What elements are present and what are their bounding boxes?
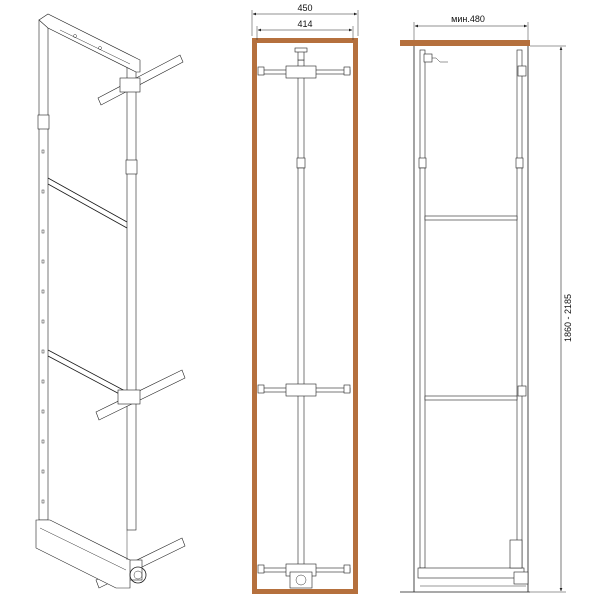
front-cabinet-top [252,38,358,43]
front-bracket-mid [257,383,351,397]
iso-right-rail [126,59,137,531]
front-view [251,10,359,594]
front-bracket-top [257,65,351,79]
iso-bracket-mid [95,369,186,421]
iso-shelf-1 [47,177,128,223]
side-back-rail-lower [516,167,523,569]
side-front-rail-lower [419,167,426,569]
side-view [400,22,566,593]
front-base-mechanism [289,571,313,589]
dimension-min-depth: мин.480 [451,14,485,24]
iso-mechanism [129,566,147,584]
side-base [417,567,525,579]
dimension-height-range: 1860 - 2185 [563,294,573,342]
iso-telescope-joint-right [125,159,138,175]
side-shelf-1 [424,215,518,221]
side-cabinet-top [400,40,530,46]
iso-rail-holes [41,149,45,504]
side-shelf-2 [424,395,518,401]
front-cabinet-bottom [252,589,358,594]
isometric-view [35,13,186,589]
dimension-outer-width: 450 [297,3,312,13]
dimension-inner-width: 414 [297,19,312,29]
iso-bracket-top [97,54,184,106]
side-front-rail-upper [419,49,426,163]
iso-top-cross [38,13,141,73]
iso-shelf-2 [47,349,128,393]
iso-left-rail [38,19,49,521]
iso-base [35,519,131,589]
iso-telescope-joint-left [37,114,50,130]
front-column-lower [297,167,305,569]
front-cabinet-left [252,38,257,594]
front-cabinet-right [353,38,358,594]
